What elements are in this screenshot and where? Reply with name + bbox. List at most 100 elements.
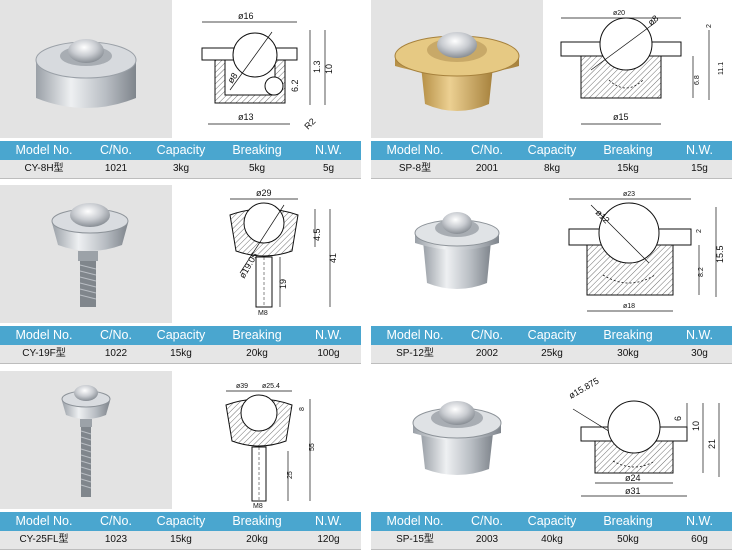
cell-cno: 1021 [104, 163, 128, 174]
col-cno-header: C/No. [100, 514, 132, 528]
cell-breaking: 50kg [617, 534, 639, 545]
col-nw-header: N.W. [314, 328, 343, 342]
dim-label: 6.8 [694, 75, 701, 85]
dim-label: ø29 [256, 188, 272, 198]
cell-breaking: 5kg [248, 163, 266, 174]
cell-model: CY-25FL型 [19, 534, 69, 545]
dim-label: 11.1 [718, 62, 725, 75]
dim-label: ø25.4 [262, 383, 280, 390]
cell-breaking: 30kg [617, 348, 639, 359]
table-header: Model No. C/No. Capacity Breaking N.W. [0, 512, 361, 531]
col-cno-header: C/No. [100, 328, 132, 342]
table-row: SP-15型 2003 40kg 50kg 60g [371, 531, 732, 550]
dim-label: 55 [309, 443, 316, 451]
cell-capacity: 40kg [541, 534, 563, 545]
technical-drawing: ø16 ø8 1.3 10 6.2 ø13 R2 [180, 0, 361, 138]
cell-capacity: 3kg [172, 163, 190, 174]
cell-model: SP-15型 [396, 534, 434, 545]
col-model-header: Model No. [386, 514, 444, 528]
dim-label: 6.2 [290, 79, 300, 92]
ball-transfer-unit-image [0, 371, 172, 509]
dim-label: ø15.875 [567, 376, 601, 401]
cell-nw: 60g [691, 534, 708, 545]
ball-transfer-unit-image [371, 185, 543, 323]
table-row: CY-19F型 1022 15kg 20kg 100g [0, 345, 361, 364]
col-model-header: Model No. [15, 143, 73, 157]
col-nw-header: N.W. [314, 143, 343, 157]
technical-drawing: ø15.875 6 10 21 ø24 ø31 [551, 371, 732, 509]
col-cno-header: C/No. [471, 328, 503, 342]
table-header: Model No. C/No. Capacity Breaking N.W. [0, 326, 361, 345]
dim-label: M8 [253, 503, 263, 509]
cell-model: CY-19F型 [22, 348, 66, 359]
cell-capacity: 15kg [170, 534, 192, 545]
dim-label: ø8 [225, 71, 239, 85]
dim-label: 2 [696, 229, 703, 233]
dim-label: 6 [673, 416, 683, 421]
col-breaking-header: Breaking [603, 328, 653, 342]
col-capacity-header: Capacity [156, 514, 206, 528]
col-breaking-header: Breaking [232, 328, 282, 342]
table-header: Model No. C/No. Capacity Breaking N.W. [371, 512, 732, 531]
ball-transfer-unit-image [371, 0, 543, 138]
col-capacity-header: Capacity [156, 143, 206, 157]
cell-nw: 120g [317, 534, 340, 545]
cell-nw: 5g [322, 163, 335, 174]
col-breaking-header: Breaking [603, 514, 653, 528]
cell-breaking: 15kg [617, 163, 639, 174]
dim-label: 1.3 [312, 60, 322, 73]
col-cno-header: C/No. [471, 514, 503, 528]
dim-label: 41 [328, 253, 338, 263]
ball-transfer-unit-image [0, 0, 172, 138]
col-breaking-header: Breaking [603, 143, 653, 157]
table-row: SP-12型 2002 25kg 30kg 30g [371, 345, 732, 364]
product-photo [0, 185, 172, 323]
dim-label: ø31 [625, 486, 641, 496]
dim-label: R2 [302, 116, 317, 131]
col-capacity-header: Capacity [527, 514, 577, 528]
dim-label: 8 [299, 407, 306, 411]
table-row: SP-8型 2001 8kg 15kg 15g [371, 160, 732, 179]
product-card-sp12: ø23 ø12 2 15.5 8.2 ø18 Model No. C/No. C… [371, 185, 732, 365]
col-capacity-header: Capacity [527, 143, 577, 157]
col-model-header: Model No. [15, 514, 73, 528]
product-photo [371, 0, 543, 138]
col-model-header: Model No. [386, 143, 444, 157]
cell-breaking: 20kg [246, 348, 268, 359]
cell-nw: 100g [317, 348, 340, 359]
col-cno-header: C/No. [100, 143, 132, 157]
product-photo [0, 0, 172, 138]
product-card-sp8: ø20 ø8 2 11.1 6.8 ø15 Model No. C/No. Ca… [371, 0, 732, 180]
technical-drawing: ø20 ø8 2 11.1 6.8 ø15 [551, 0, 732, 138]
col-breaking-header: Breaking [232, 143, 282, 157]
dim-label: 10 [691, 421, 701, 431]
dim-label: ø18 [623, 303, 635, 310]
table-header: Model No. C/No. Capacity Breaking N.W. [0, 141, 361, 160]
col-nw-header: N.W. [685, 514, 714, 528]
col-nw-header: N.W. [685, 143, 714, 157]
cell-capacity: 15kg [170, 348, 192, 359]
cell-model: SP-8型 [398, 163, 432, 174]
cell-cno: 2003 [475, 534, 499, 545]
cell-breaking: 20kg [246, 534, 268, 545]
dim-label: 4.5 [312, 228, 322, 241]
cell-model: SP-12型 [396, 348, 434, 359]
product-photo [371, 371, 543, 509]
technical-drawing: ø23 ø12 2 15.5 8.2 ø18 [551, 185, 732, 323]
dim-label: ø16 [238, 11, 254, 21]
product-card-cy8h: ø16 ø8 1.3 10 6.2 ø13 R2 Model No. C/No.… [0, 0, 361, 180]
dim-label: 25 [287, 471, 294, 479]
table-row: CY-8H型 1021 3kg 5kg 5g [0, 160, 361, 179]
cell-nw: 15g [691, 163, 708, 174]
dim-label: 8.2 [698, 267, 705, 277]
col-model-header: Model No. [386, 328, 444, 342]
product-card-cy25fl: ø39 ø25.4 M8 8 55 25 Model No. C/No. Cap… [0, 371, 361, 551]
table-header: Model No. C/No. Capacity Breaking N.W. [371, 141, 732, 160]
cell-capacity: 25kg [541, 348, 563, 359]
product-photo [371, 185, 543, 323]
dim-label: M8 [258, 310, 268, 317]
technical-drawing: ø29 ø19.05 M8 4.5 41 19 [180, 185, 361, 323]
dim-label: ø13 [238, 112, 254, 122]
ball-transfer-unit-image [371, 371, 543, 509]
table-header: Model No. C/No. Capacity Breaking N.W. [371, 326, 732, 345]
